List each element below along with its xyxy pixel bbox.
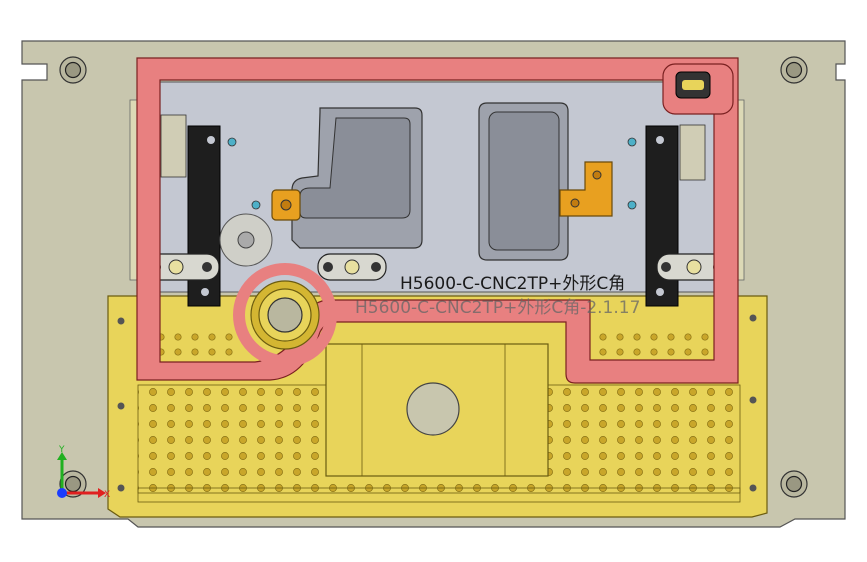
- locator-pin: [627, 137, 637, 147]
- corner-bolt-top-right: [780, 56, 808, 84]
- locator-pin: [251, 200, 261, 210]
- bushing-ring: [233, 263, 337, 367]
- orange-clamp-left: [271, 189, 301, 221]
- locator-pin: [227, 137, 237, 147]
- orange-clamp-right: [559, 161, 613, 217]
- gear-icon: [219, 213, 273, 267]
- center-pad: [325, 343, 549, 477]
- pocket-right: [478, 102, 569, 261]
- corner-bolt-top-left: [59, 56, 87, 84]
- axis-y-label: Y: [58, 445, 65, 455]
- part-label: H5600-C-CNC2TP+外形C角: [400, 274, 625, 294]
- latch-top-right: [675, 71, 711, 99]
- corner-bolt-bottom-left: [59, 470, 87, 498]
- axis-x-label: X: [104, 490, 110, 500]
- locator-pin: [627, 200, 637, 210]
- pocket-left: [291, 107, 423, 249]
- corner-bolt-bottom-right: [780, 470, 808, 498]
- axis-triad: X Y: [57, 445, 110, 500]
- clamp-bar-center: [317, 253, 387, 281]
- clamp-bar-right: [656, 253, 730, 281]
- part-label-ghost: H5600-C-CNC2TP+外形C角-2.1.17: [355, 298, 640, 318]
